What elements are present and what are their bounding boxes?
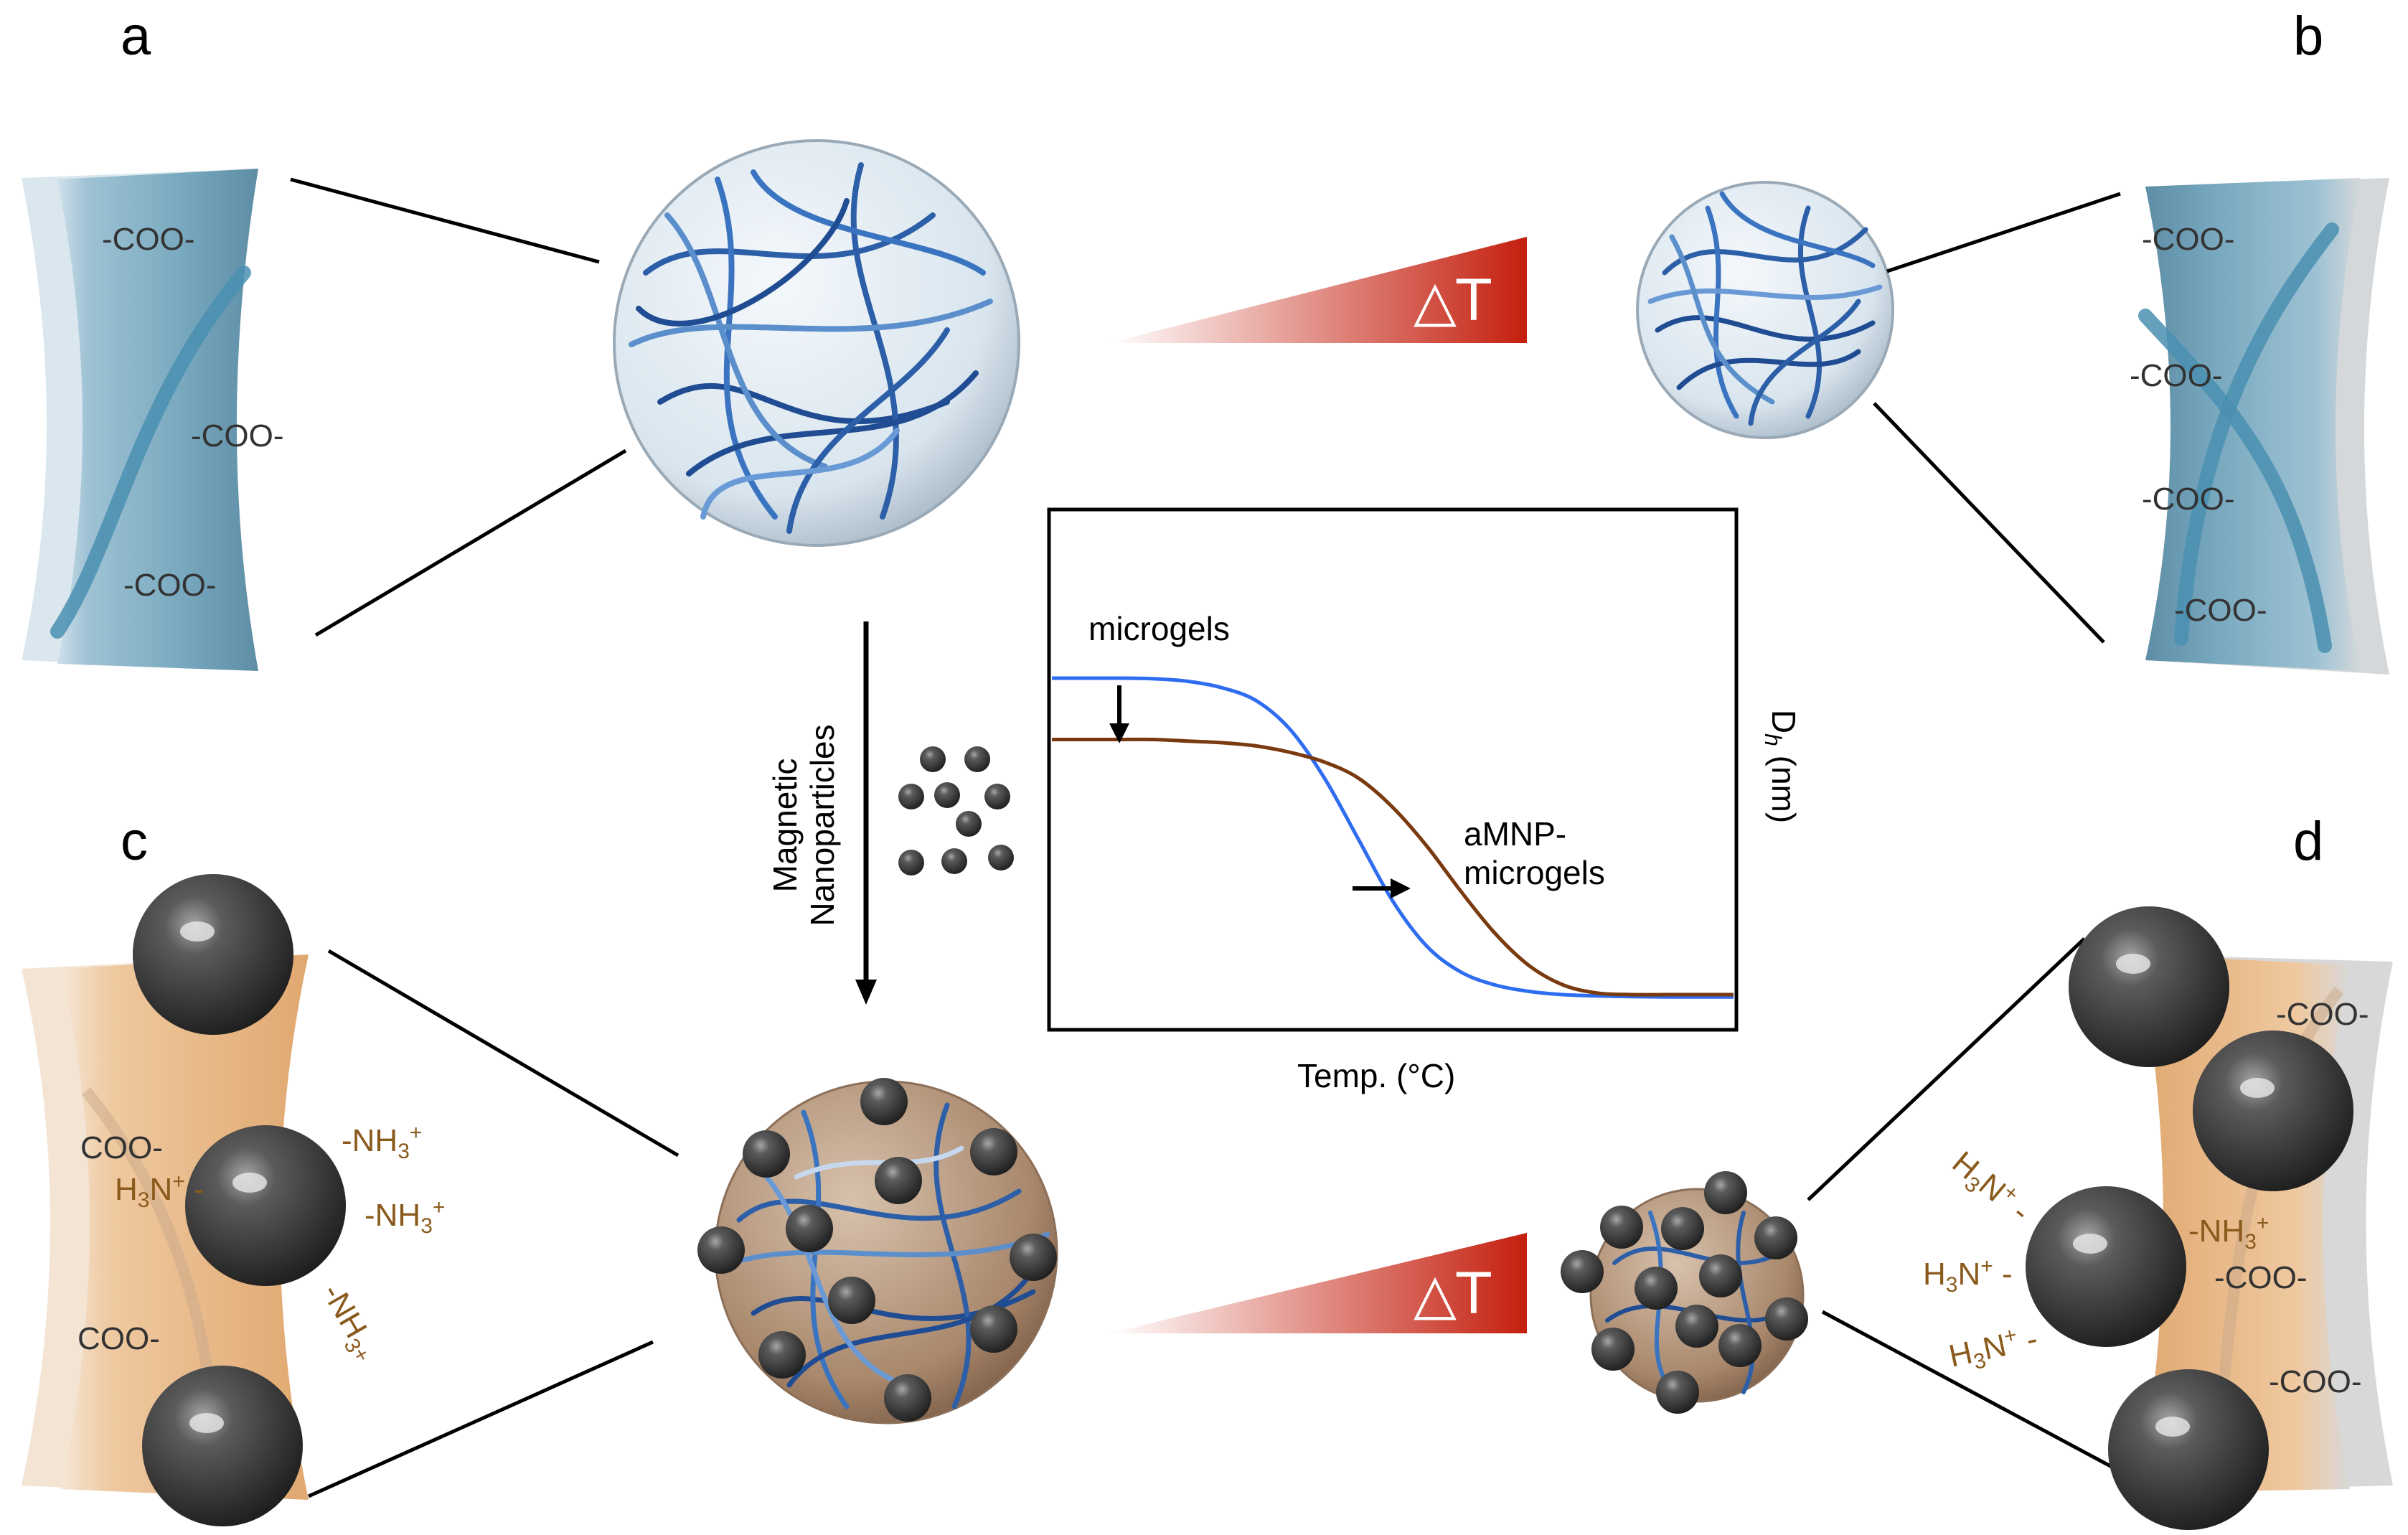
panel-c-coo-2: COO-	[77, 1321, 160, 1356]
panel-d-amine-1: H3N+ -	[1942, 1143, 2038, 1233]
panel-a-group-1: -COO-	[102, 222, 195, 257]
panel-b-group-1: -COO-	[2142, 222, 2235, 257]
annotation-amnp-line2: microgels	[1464, 854, 1605, 891]
chart: microgels aMNP- microgels Temp. (°C) Dh …	[1047, 507, 1802, 1094]
panel-label-d: d	[2293, 811, 2323, 872]
panel-d-coo-2: -COO-	[2214, 1260, 2308, 1295]
free-nanoparticles	[898, 746, 1014, 876]
series-amnp-microgels-line	[1052, 737, 1734, 997]
bound-nanoparticles	[697, 1078, 1057, 1422]
stimulus-bottom: △T	[1109, 1233, 1527, 1333]
zoom-line-d-bottom	[1821, 1310, 2115, 1470]
chart-frame	[1047, 507, 1739, 1032]
panel-c-coo-1: COO-	[80, 1130, 163, 1165]
y-axis-label: Dh (nm)	[1760, 710, 1802, 823]
panel-a-group-3: -COO-	[123, 568, 217, 603]
panel-b-shell: -COO- -COO- -COO- -COO-	[2130, 178, 2389, 675]
panel-c-amine-1: H3N+ -	[115, 1170, 204, 1212]
panel-c-amine-4: -NH3+	[311, 1278, 386, 1368]
zoom-line-d-top	[1807, 937, 2086, 1201]
swollen-microgel	[613, 139, 1020, 547]
panel-b-group-2: -COO-	[2130, 358, 2223, 393]
panel-d-shell: -COO- -COO- -COO- H3N+ - H3N+ - H3N+ - -…	[1923, 906, 2393, 1530]
zoom-line-a-bottom	[314, 449, 627, 637]
zoom-line-c-bottom	[307, 1340, 654, 1498]
series-microgels-line	[1051, 676, 1734, 999]
panel-b-group-3: -COO-	[2142, 482, 2235, 517]
stimulus-top-label: △T	[1414, 269, 1491, 334]
zoom-line-b-top	[1886, 192, 2121, 273]
panel-c-particle-3	[142, 1366, 303, 1526]
panel-b-group-4: -COO-	[2174, 593, 2267, 628]
panel-label-a: a	[121, 6, 151, 67]
annotation-microgels: microgels	[1088, 610, 1230, 647]
panel-d-particle-3	[2026, 1186, 2186, 1347]
panel-d-particle-4	[2108, 1369, 2269, 1530]
stimulus-top: △T	[1109, 237, 1527, 343]
panel-c-shell: COO- COO- H3N+ - -NH3+ -NH3+ -NH3+	[22, 874, 445, 1526]
panel-c-amine-3: -NH3+	[365, 1196, 445, 1238]
panel-c-amine-2: -NH3+	[342, 1121, 422, 1163]
panel-d-particle-2	[2193, 1031, 2353, 1191]
arrow-label-line2: Nanoparticles	[804, 724, 841, 926]
panel-label-b: b	[2293, 6, 2323, 67]
shift-arrow-right	[1353, 878, 1411, 898]
panel-d-amine-2: H3N+ -	[1923, 1254, 2013, 1297]
zoom-line-c-top	[327, 949, 679, 1158]
panel-d-coo-3: -COO-	[2269, 1364, 2362, 1399]
panel-c-particle-2	[185, 1125, 346, 1286]
arrow-label-line1: Magnetic	[766, 759, 804, 893]
amnp-microgel-collapsed	[1561, 1171, 1808, 1414]
panel-d-particle-1	[2069, 906, 2229, 1067]
panel-a-shell: -COO- -COO- -COO-	[22, 169, 284, 671]
zoom-line-b-bottom	[1873, 402, 2105, 644]
shift-arrow-down	[1109, 685, 1129, 743]
stimulus-bottom-label: △T	[1414, 1262, 1491, 1327]
amnp-microgel-swollen	[697, 1078, 1058, 1424]
panel-c-particle-1	[133, 874, 293, 1035]
annotation-amnp-line1: aMNP-	[1464, 815, 1566, 853]
zoom-line-a-top	[290, 177, 600, 264]
panel-d-coo-1: -COO-	[2276, 997, 2369, 1032]
collapsed-bound-nanoparticles	[1561, 1171, 1808, 1414]
x-axis-label: Temp. (°C)	[1297, 1057, 1455, 1094]
panel-label-c: c	[121, 811, 148, 872]
panel-a-group-2: -COO-	[191, 418, 284, 454]
panel-d-amine-3: H3N+ -	[1945, 1319, 2041, 1379]
collapsed-microgel	[1636, 181, 1894, 439]
process-arrow: Magnetic Nanoparticles	[766, 621, 877, 1005]
